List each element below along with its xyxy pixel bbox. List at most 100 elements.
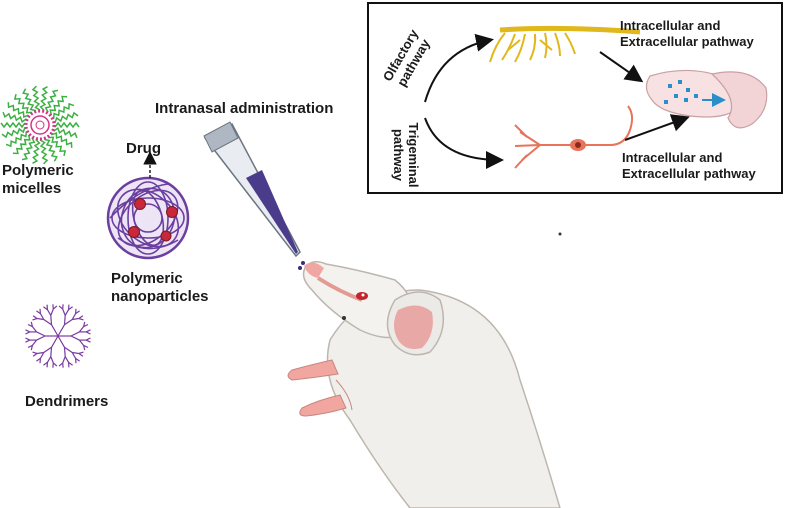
dendrimer-branch	[64, 319, 73, 326]
dendrimer-branch	[72, 317, 79, 321]
mouse-illustration	[287, 261, 561, 508]
dendrimer-branch	[78, 339, 85, 346]
micelle-tail	[39, 86, 48, 111]
arrow-to-trigeminal	[424, 117, 504, 169]
dendrimer-branch	[83, 321, 86, 327]
dendrimer-branch	[78, 315, 84, 319]
brain-illustration	[645, 69, 768, 129]
dendrimer-branch	[32, 317, 38, 321]
polymeric-nanoparticle-illustration	[106, 176, 190, 260]
dendrimer-branch	[57, 324, 66, 337]
dendrimer-branch	[39, 352, 45, 359]
dendrimer-branch	[43, 346, 52, 353]
dendrimer-branch	[68, 306, 73, 311]
micelle-tail	[54, 111, 79, 123]
olfactory-nerve-illustration	[489, 25, 641, 63]
micelle-tail	[7, 102, 29, 119]
micelle-tail	[51, 131, 73, 148]
stray-dot	[558, 232, 562, 236]
dendrimer-branch	[50, 347, 53, 357]
dendrimer-branch	[46, 356, 52, 363]
micelle-tail	[22, 88, 36, 112]
label-dendrimers: Dendrimers	[25, 393, 109, 410]
label-drug: Drug	[126, 140, 161, 157]
dendrimer-branch	[58, 305, 64, 310]
dendrimer-branch	[71, 313, 77, 320]
dendrimer-branch	[62, 308, 66, 316]
micelle-tail	[32, 139, 41, 164]
dendrimer-branch	[62, 356, 66, 364]
dendrimer-branch	[32, 353, 38, 357]
micelle-tail	[31, 85, 41, 111]
dendrimer-branch	[85, 339, 91, 343]
dendrimer-branch	[31, 326, 38, 333]
dendrimer-branch	[25, 339, 31, 343]
micelle-tail	[13, 94, 32, 114]
micelle-tail	[54, 121, 80, 129]
dendrimer-branch	[70, 331, 80, 337]
micelle-tail	[44, 138, 58, 162]
dendrimer-branch	[37, 351, 44, 355]
dendrimer-branch	[78, 317, 84, 321]
dendrimer-illustration	[25, 304, 91, 368]
dendrimer-branch	[43, 319, 52, 326]
dendrimer-branch	[50, 315, 53, 325]
dendrimer-branch	[75, 357, 80, 362]
micelle-tail	[0, 121, 26, 129]
dendrimer-branch	[78, 326, 85, 333]
dendrimer-branch	[46, 309, 52, 316]
dendrimer-branch	[39, 313, 45, 320]
dendrimer-branch	[68, 361, 73, 366]
dendrimer-branch	[43, 361, 48, 366]
label-intranasal-administration: Intranasal administration	[155, 100, 334, 117]
arrow-trigeminal-to-brain	[624, 114, 690, 141]
dendrimer-branch	[43, 306, 48, 311]
dendrimer-branch	[50, 308, 54, 316]
dendrimer-branch	[58, 362, 64, 367]
dendrimer-branch	[83, 344, 89, 349]
polymeric-micelle-illustration	[0, 85, 80, 165]
dendrimer-branch	[37, 317, 44, 321]
micelle-tail	[5, 131, 28, 148]
dendrimer-branch	[85, 329, 91, 333]
pipette-illustration	[203, 121, 311, 276]
dendrimer-branch	[25, 337, 31, 341]
dendrimer-branch	[63, 347, 66, 357]
dendrimer-branch	[85, 337, 91, 341]
dendrimer-branch	[78, 351, 84, 355]
dendrimer-branch	[64, 309, 70, 316]
micelle-tail	[44, 89, 59, 113]
micelle-tail	[48, 136, 67, 156]
dendrimer-branch	[85, 331, 91, 335]
dendrimer-branch	[83, 345, 86, 351]
dendrimer-branch	[50, 356, 54, 364]
label-bottom-route: Intracellular and Extracellular pathway	[622, 150, 756, 181]
dendrimer-branch	[50, 335, 59, 348]
dendrimer-branch	[36, 310, 41, 315]
arrow-to-olfactory	[424, 33, 494, 103]
dendrimer-branch	[72, 351, 79, 355]
dendrimer-branch	[30, 345, 33, 351]
dendrimer-branch	[64, 356, 70, 363]
dendrimer-branch	[30, 321, 33, 327]
label-polymeric-micelles: Polymeric micelles	[2, 162, 74, 197]
dendrimer-branch	[70, 335, 80, 341]
dendrimer-branch	[64, 346, 73, 353]
dendrimer-branch	[32, 351, 38, 355]
dendrimer-branch	[27, 344, 33, 349]
dendrimer-branch	[63, 315, 66, 325]
dendrimer-branch	[75, 310, 80, 315]
dendrimer-branch	[25, 329, 31, 333]
dendrimer-branch	[31, 339, 38, 346]
micelle-tail	[53, 127, 78, 139]
micelle-tail	[21, 137, 36, 161]
dendrimer-branch	[32, 315, 38, 319]
micelle-tail	[49, 95, 68, 116]
label-top-route: Intracellular and Extracellular pathway	[620, 18, 754, 49]
micelle-tail	[52, 102, 75, 119]
micelle-tail	[2, 111, 27, 123]
dendrimer-branch	[83, 323, 89, 328]
dendrimer-branch	[71, 352, 77, 359]
arrow-olfactory-to-brain	[599, 51, 644, 83]
